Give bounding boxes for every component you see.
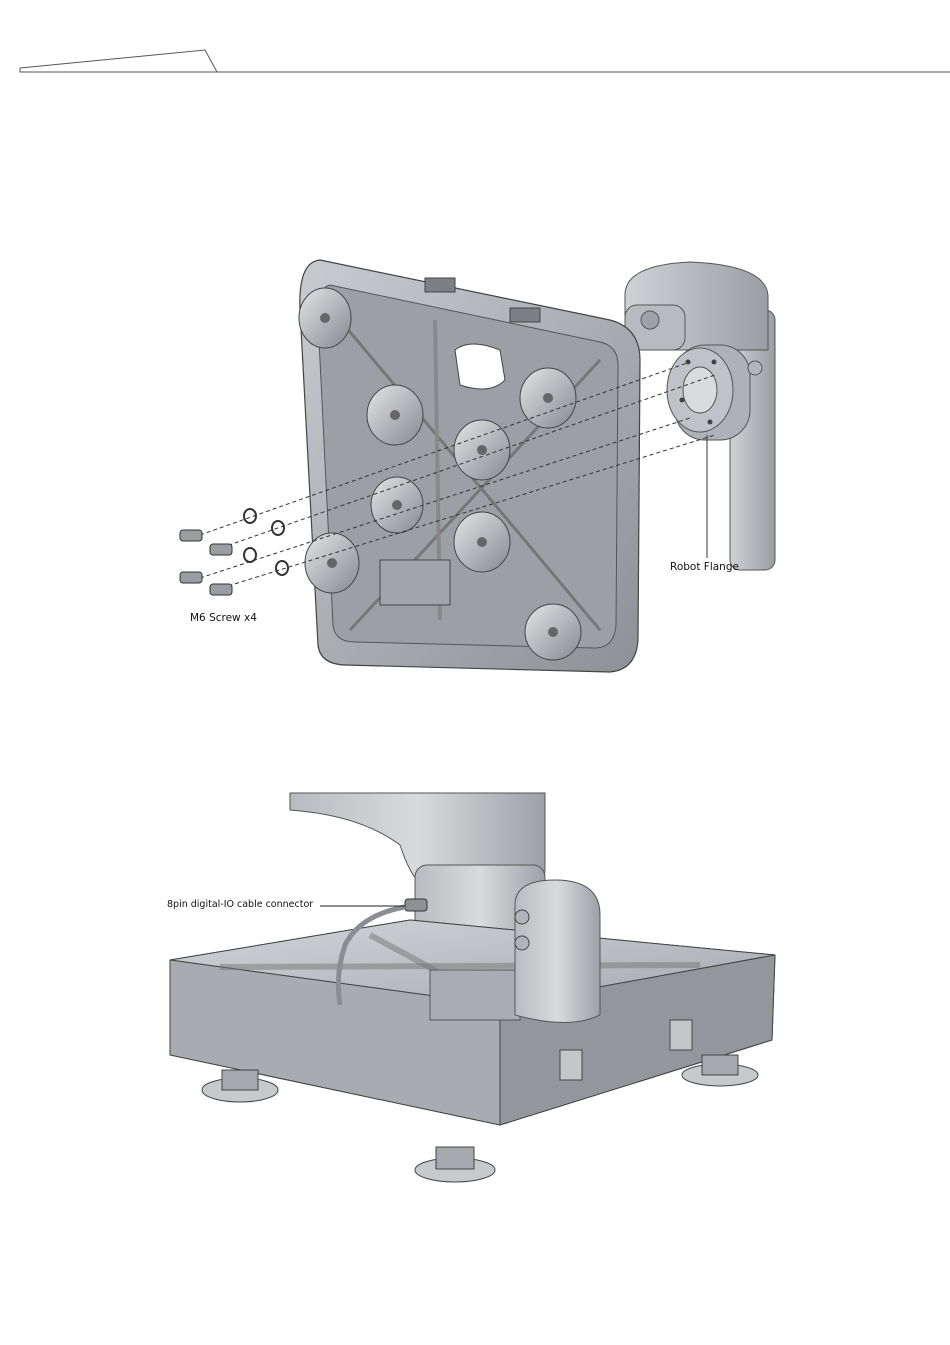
- robot-flange-label: Robot Flange: [670, 561, 739, 573]
- m6-screws: [180, 509, 288, 595]
- controller-dome: [515, 880, 600, 1023]
- robot-base-illustration: [160, 785, 800, 1195]
- io-connector-label: 8pin digital-IO cable connector: [167, 899, 313, 910]
- gripper-mounting-illustration: [170, 250, 780, 690]
- m6-screw-label: M6 Screw x4: [190, 612, 257, 624]
- robot-arm: [625, 262, 775, 570]
- page-header-rule: [0, 0, 950, 80]
- base-column: [430, 970, 520, 1020]
